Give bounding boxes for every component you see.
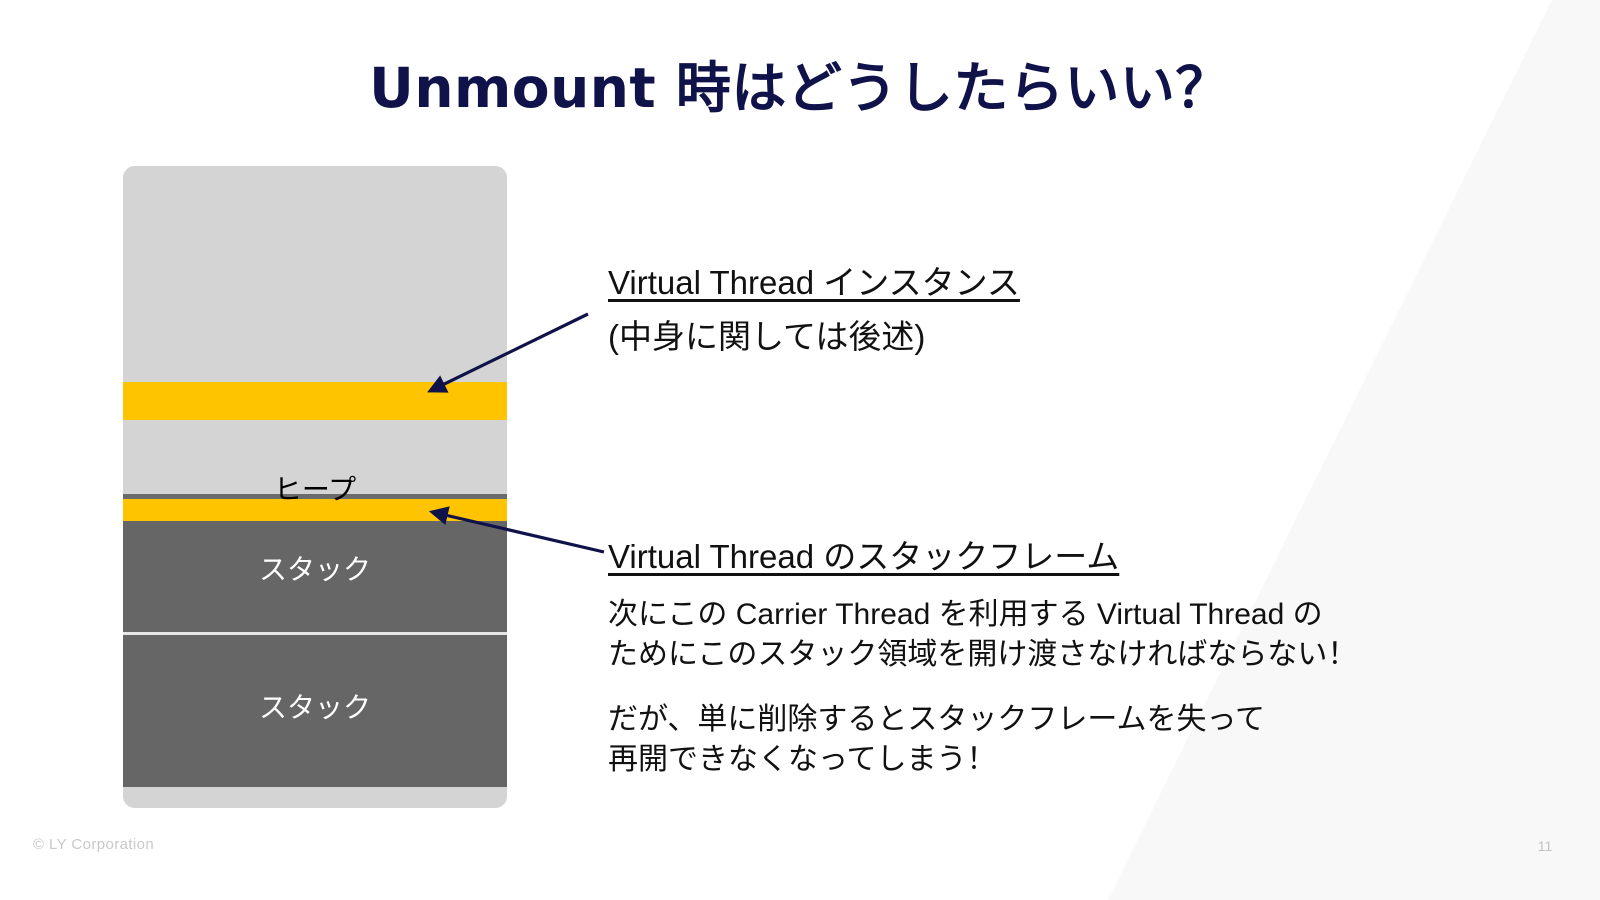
callout-instance-heading: Virtual Thread インスタンス	[608, 264, 1020, 301]
heap-stack-divider	[123, 494, 507, 499]
stack-separator-line	[123, 632, 507, 635]
page-title: Unmount 時はどうしたらいい？	[369, 56, 1231, 120]
callout-virtual-thread-instance: Virtual Thread インスタンス (中身に関しては後述)	[608, 262, 1020, 360]
virtual-thread-stack-frame-band	[123, 499, 507, 521]
callout-frame-paragraph-1-line-2: ためにこのスタック領域を開け渡さなければならない！	[608, 637, 1358, 671]
callout-frame-heading: Virtual Thread のスタックフレーム	[608, 538, 1120, 575]
callout-frame-paragraph-2-line-1: だが、単に削除するとスタックフレームを失って	[608, 703, 1265, 737]
diagram-base-band	[123, 787, 507, 808]
footer-copyright: © LY Corporation	[33, 836, 155, 853]
callout-virtual-thread-stack-frame: Virtual Thread のスタックフレーム 次にこの Carrier Th…	[608, 536, 1357, 780]
stack-label-1: スタック	[258, 554, 371, 585]
stack-label-2: スタック	[258, 692, 371, 723]
heap-region-band	[123, 166, 507, 382]
heap-label: ヒープ	[273, 474, 357, 505]
page-number: 11	[1537, 838, 1553, 854]
callout-instance-subtext: (中身に関しては後述)	[608, 318, 926, 356]
callout-frame-paragraph-2: だが、単に削除するとスタックフレームを失って 再開できなくなってしまう！	[608, 700, 1357, 779]
callout-frame-paragraph-2-line-2: 再開できなくなってしまう！	[608, 743, 997, 777]
heap-region-lower-band	[123, 420, 507, 494]
virtual-thread-instance-band	[123, 382, 507, 420]
memory-layout-diagram: ヒープ スタック スタック	[123, 166, 507, 808]
callout-frame-paragraph-1-line-1: 次にこの Carrier Thread を利用する Virtual Thread…	[608, 598, 1323, 632]
callout-frame-paragraph-1: 次にこの Carrier Thread を利用する Virtual Thread…	[608, 595, 1357, 674]
stack-region-band-2	[123, 635, 507, 787]
